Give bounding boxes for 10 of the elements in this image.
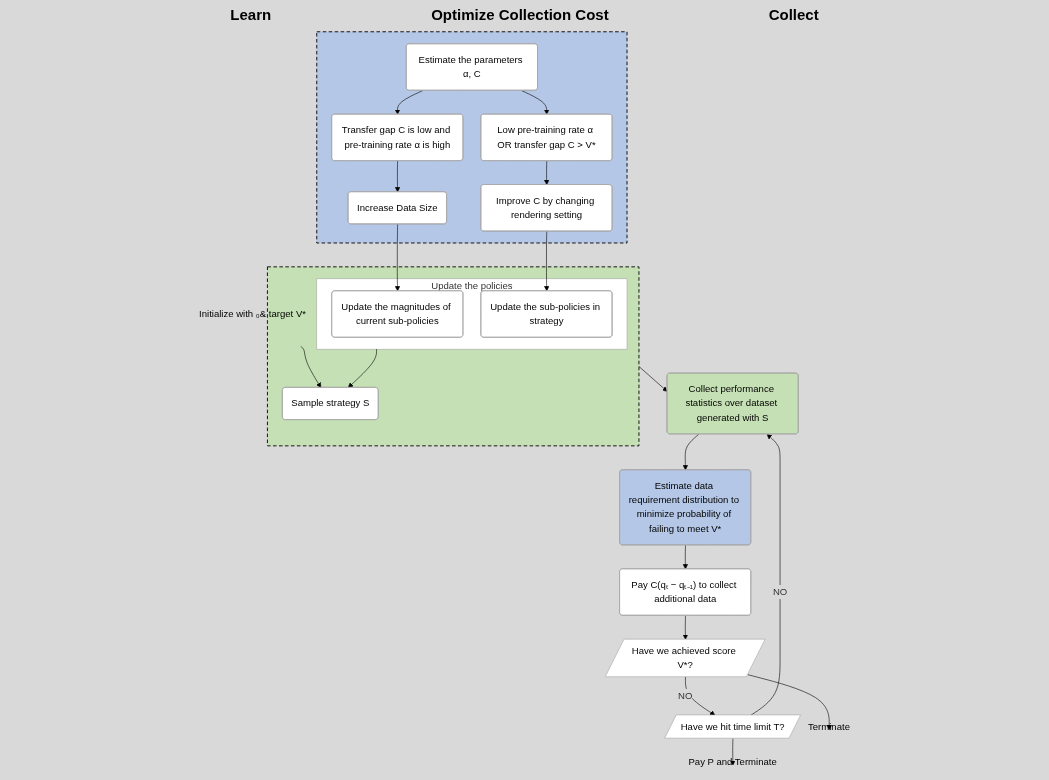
node-text: Terminate <box>808 721 850 732</box>
edge-label: NO <box>772 586 788 597</box>
column-heading: Optimize Collection Cost <box>431 6 609 23</box>
cluster <box>267 266 640 447</box>
column-heading: Learn <box>230 6 272 23</box>
node-text: Pay P and Terminate <box>688 756 777 767</box>
column-heading: Collect <box>768 6 819 23</box>
node-text: Initialize with ₀& target V* <box>199 308 306 319</box>
cluster <box>316 31 628 244</box>
edge-label: NO <box>678 690 693 701</box>
